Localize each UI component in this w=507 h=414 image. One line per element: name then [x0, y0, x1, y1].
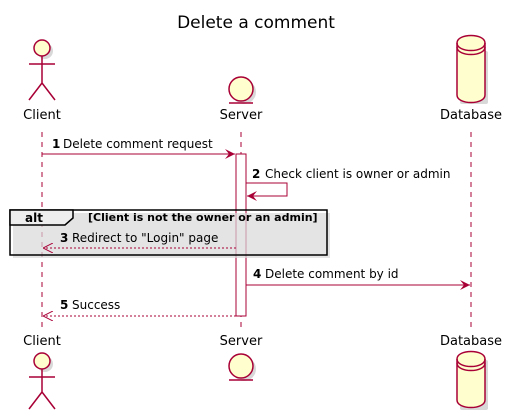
participant-label-server-bottom: Server — [220, 334, 263, 349]
message-number-2: 2 — [252, 167, 260, 181]
participant-label-database-top: Database — [440, 108, 502, 123]
entity-icon — [228, 76, 256, 104]
database-icon — [456, 34, 488, 104]
alt-fragment-tab — [9, 209, 74, 226]
message-number-5: 5 — [60, 298, 68, 312]
database-icon — [456, 350, 488, 410]
message-label-4: Delete comment by id — [265, 267, 399, 281]
participant-label-client-bottom: Client — [23, 334, 61, 349]
participant-label-database-bottom: Database — [440, 334, 502, 349]
message-label-5: Success — [72, 298, 120, 312]
actor-icon — [28, 39, 56, 101]
message-label-3: Redirect to "Login" page — [72, 231, 218, 245]
message-number-1: 1 — [52, 137, 60, 151]
entity-icon — [228, 353, 256, 381]
message-number-4: 4 — [253, 267, 261, 281]
alt-fragment-box — [9, 209, 328, 256]
diagram-title: Delete a comment — [177, 13, 335, 33]
participant-label-server-top: Server — [220, 108, 263, 123]
alt-guard: [Client is not the owner or an admin] — [88, 211, 318, 224]
alt-keyword: alt — [25, 211, 43, 225]
message-arrow-2 — [246, 182, 288, 201]
participant-label-client-top: Client — [23, 108, 61, 123]
message-number-3: 3 — [60, 231, 68, 245]
message-label-1: Delete comment request — [63, 137, 213, 151]
message-label-2: Check client is owner or admin — [265, 167, 450, 181]
actor-icon — [28, 352, 56, 410]
